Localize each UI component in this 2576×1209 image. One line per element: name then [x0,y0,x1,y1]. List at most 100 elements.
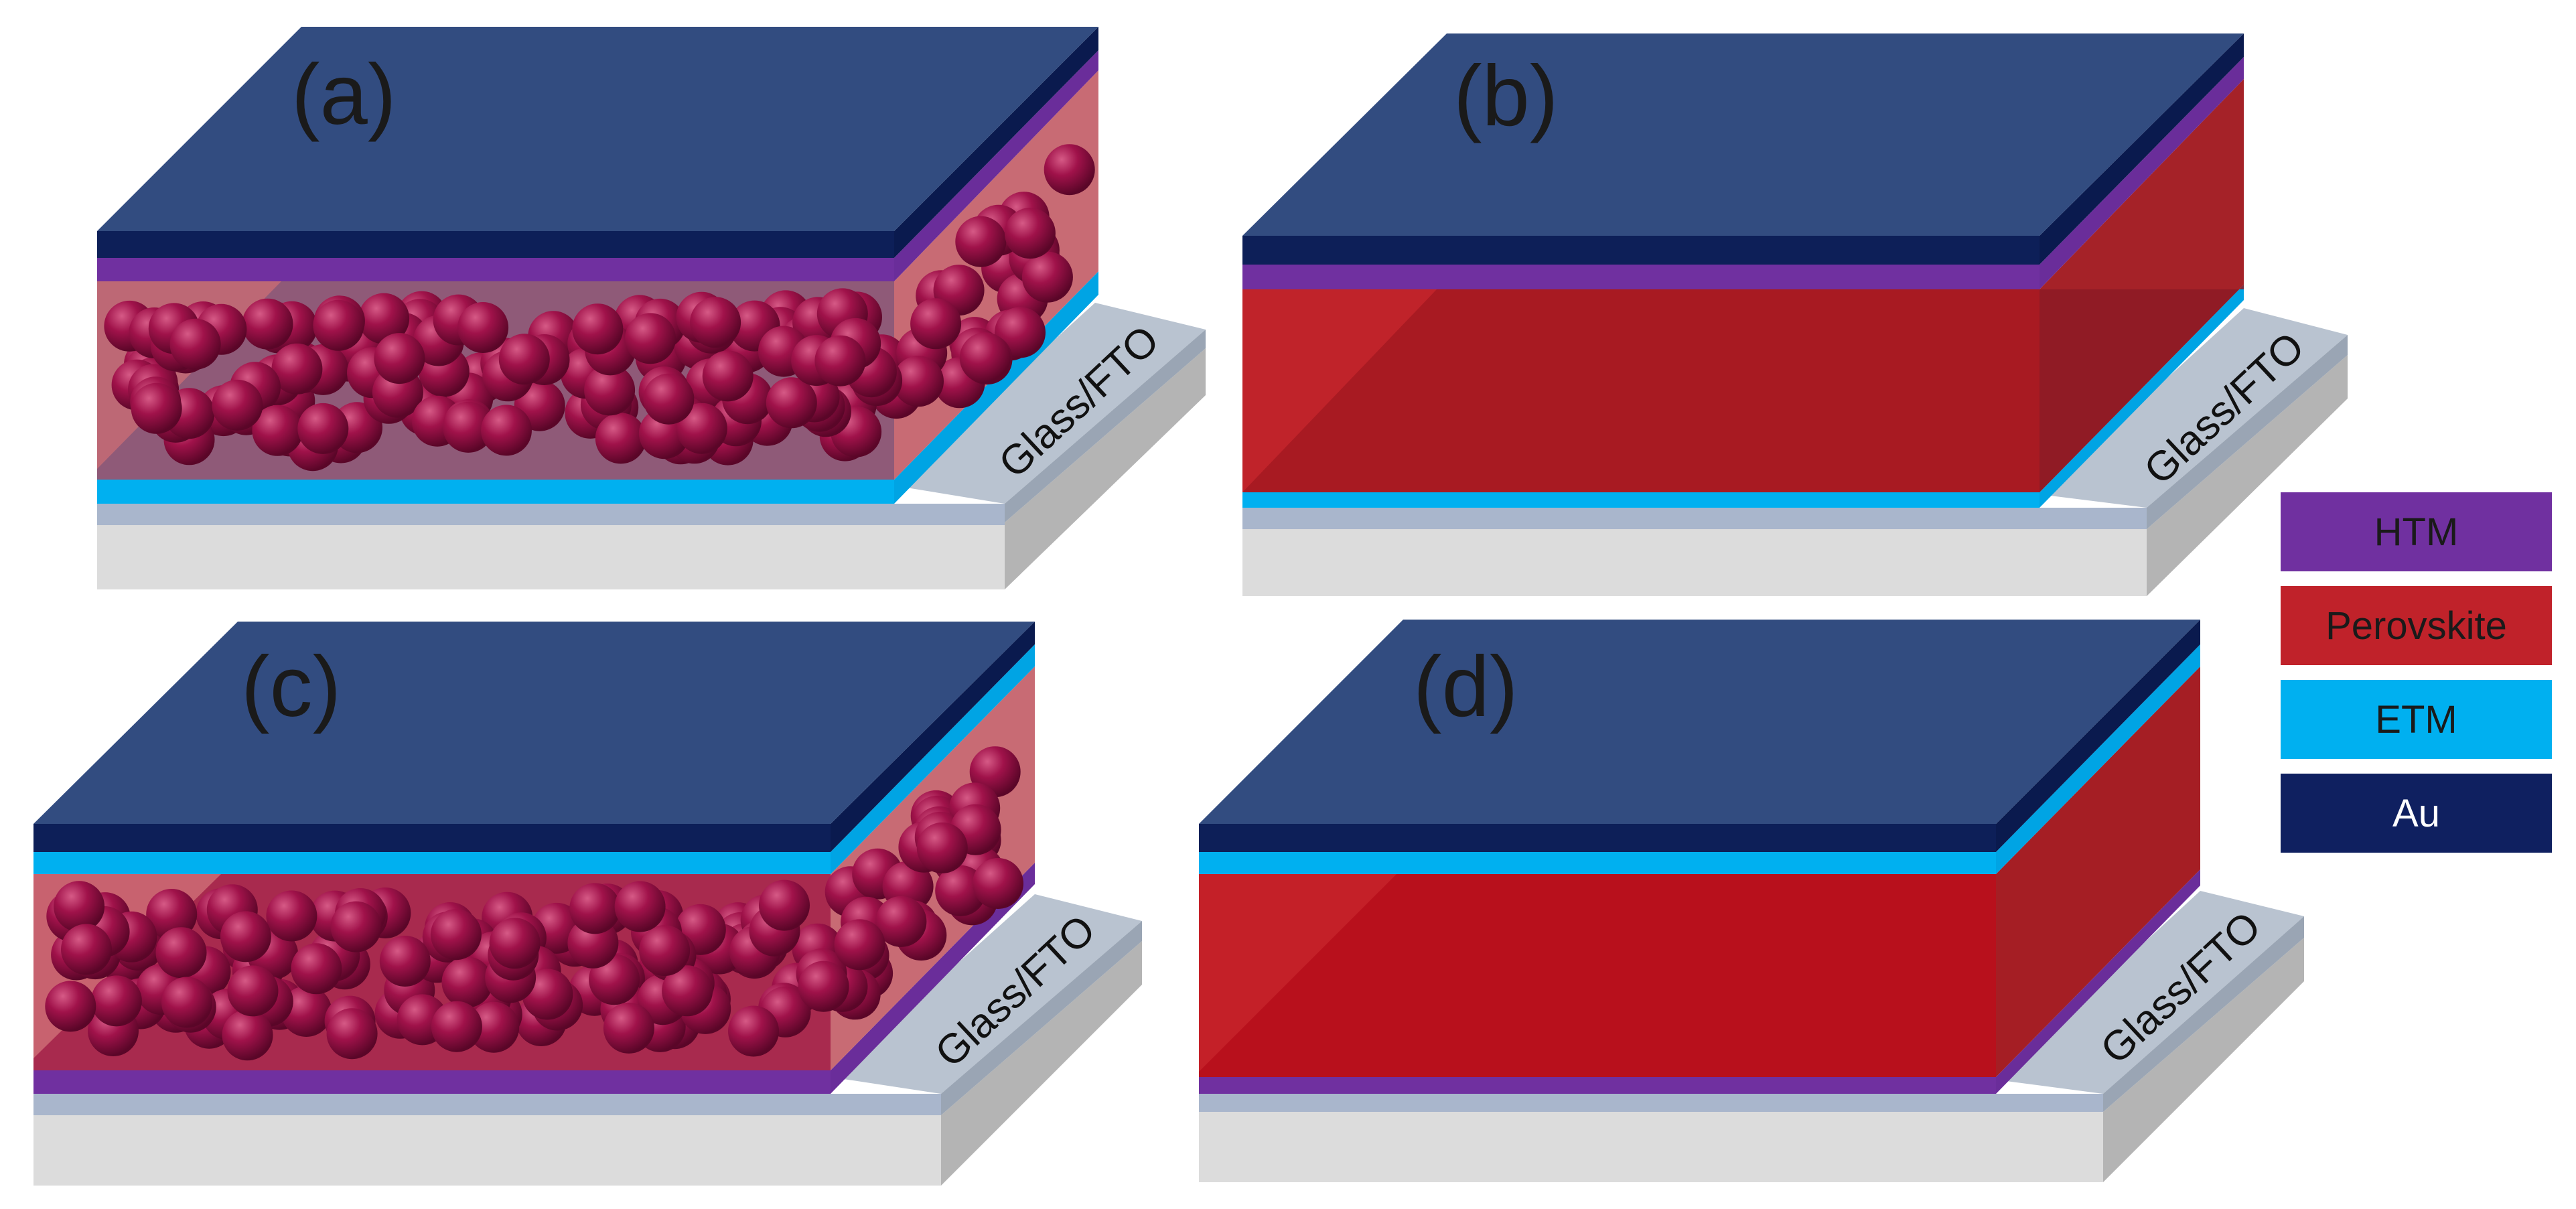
glass-top-b [2040,308,2348,508]
au-top-b [1242,33,2244,236]
mesoporous-particle [61,924,112,975]
mesoporous-particle [430,909,482,961]
legend-item-perovskite: Perovskite [2281,586,2552,665]
glass-side-a [1005,330,1206,522]
legend-label-au: Au [2392,791,2440,835]
mesoporous-particle [222,1009,273,1061]
legend-item-au: Au [2281,774,2552,853]
au-front-d [1199,824,1996,852]
panel-label-b: (b) [1453,48,1559,144]
au-front-a [97,231,894,258]
mesoporous-particle [443,401,494,453]
mesoporous-particle [212,379,263,431]
etm-side-c [831,644,1035,874]
mesoporous-particle [959,332,1011,384]
mesoporous-particle [814,335,866,386]
glass-front-a [97,504,1005,525]
mesoporous-particle [281,986,332,1037]
mesoporous-particle [798,961,849,1012]
mesoporous-particle [569,883,621,934]
mesoporous-particle [271,343,323,395]
perovskite-face-d [1199,874,1397,1072]
mesoporous-particle [242,298,293,350]
glass-side-c [941,921,1142,1115]
au-front-c [33,824,831,852]
mesoporous-particle [662,965,713,1017]
mesoporous-particle [291,943,342,995]
etm-side-a [894,271,1098,504]
mesoporous-particle [326,1008,378,1060]
mesoporous-particle [358,293,410,344]
glass-top-d [1996,891,2304,1094]
mesoporous-particle [759,879,810,931]
panel-label-c: (c) [241,639,342,735]
mesoporous-particle [481,405,532,456]
mesoporous-particle [379,936,431,987]
mesoporous-particle [728,1005,779,1057]
mesoporous-particle [54,881,105,932]
au-top-a [97,27,1098,231]
legend: HTM Perovskite ETM Au [2281,492,2552,867]
mesoporous-particle [875,896,927,947]
glass-front-b [1242,508,2147,529]
etm-side-b [2040,285,2244,508]
mesoporous-particle [690,297,741,348]
mesoporous-particle [639,925,691,977]
legend-label-htm: HTM [2374,510,2459,554]
mesoporous-particle [374,333,425,384]
au-front-b [1242,236,2040,265]
mesoporous-particle [441,956,493,1008]
mesoporous-particle [489,918,541,969]
mesoporous-particle [330,901,382,952]
au-side-a [894,27,1098,258]
legend-item-etm: ETM [2281,680,2552,759]
particles-c [45,746,1023,1061]
mesoporous-particle [468,1001,520,1053]
mesoporous-particle [498,334,550,385]
au-top-c [33,622,1035,824]
mesoporous-particle [893,356,944,407]
legend-item-htm: HTM [2281,492,2552,571]
substrate-side-d [2103,938,2304,1182]
mesoporous-particle [916,822,968,873]
mesoporous-particle [676,403,727,454]
glass-top-c [831,894,1142,1094]
mesoporous-particle [572,303,624,355]
mesoporous-particle [220,911,271,963]
htm-side-b [2040,57,2244,289]
mesoporous-particle [45,981,96,1032]
etm-layer-b [1242,492,2040,508]
substrate-side-b [2147,355,2348,596]
au-side-c [831,622,1035,852]
mesoporous-particle [834,919,885,971]
mesoporous-particle [90,975,142,1027]
mesoporous-particle [614,881,666,932]
mesoporous-particle [584,364,636,416]
perovskite-face-b [1242,289,1437,492]
mesoporous-particle [603,1002,654,1054]
etm-side-d [1996,644,2200,874]
au-side-b [2040,33,2244,265]
mesoporous-particle [973,858,1023,909]
mesoporous-particle [955,216,1007,267]
mesoporous-particle [1021,251,1073,303]
glass-front-c [33,1094,941,1115]
substrate-a [97,303,1206,589]
perovskite-side-shade-b [2040,285,2244,492]
substrate-side-c [941,941,1142,1186]
etm-layer-a [97,480,894,504]
htm-side-d [1996,869,2200,1094]
etm-layer-d [1199,852,1996,874]
legend-label-perovskite: Perovskite [2325,603,2507,648]
substrate-front-b [1242,529,2147,596]
etm-layer-c [33,852,831,874]
htm-layer-d [1199,1077,1996,1094]
mesoporous-particle [146,889,198,940]
particles-a [104,144,1095,472]
legend-label-etm: ETM [2375,697,2457,741]
htm-layer-c [33,1070,831,1094]
mesoporous-particle [702,350,754,402]
